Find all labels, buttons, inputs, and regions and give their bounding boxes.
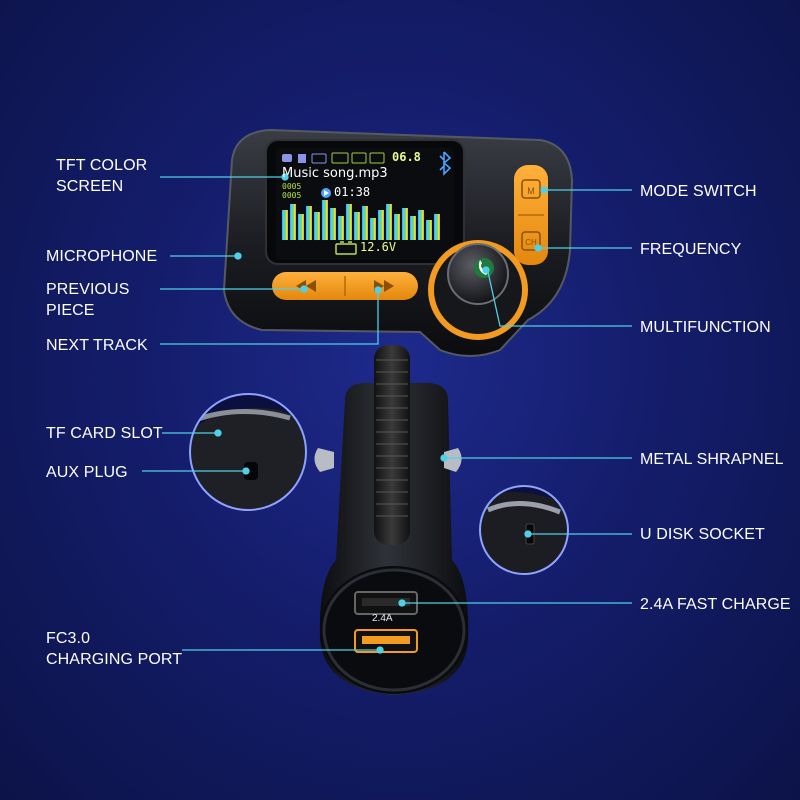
svg-text:CH: CH: [525, 238, 537, 247]
mode-icon: [521, 179, 541, 199]
usb-port-rating: 2.4A: [372, 613, 393, 624]
label-microphone: MICROPHONE: [46, 248, 158, 265]
label-next-track: NEXT TRACK: [46, 337, 148, 354]
label-tft-screen: TFT COLOR SCREEN: [56, 155, 147, 197]
label-fast-charge: 2.4A FAST CHARGE: [640, 596, 791, 613]
label-previous-piece: PREVIOUS PIECE: [46, 279, 130, 321]
voltage-readout: 12.6V: [360, 240, 397, 254]
label-multifunction: MULTIFUNCTION: [640, 319, 771, 336]
song-title: Music song.mp3: [282, 166, 388, 181]
battery-icon: [335, 241, 357, 255]
label-fc30-line1: FC3.0: [46, 630, 91, 647]
label-fc30-line2: CHARGING PORT: [46, 651, 183, 668]
track-counter-current: 0005: [282, 182, 302, 191]
label-previous-piece-line1: PREVIOUS: [46, 281, 130, 298]
label-u-disk-socket: U DISK SOCKET: [640, 526, 765, 543]
label-previous-piece-line2: PIECE: [46, 302, 95, 319]
track-counter-total: 0005: [282, 191, 302, 200]
track-counter: 0005 0005: [282, 182, 301, 200]
elapsed-time: 01:38: [334, 185, 371, 199]
frequency-readout: 06.8: [392, 150, 421, 164]
bluetooth-icon: [439, 151, 452, 176]
label-fc30-port: FC3.0 CHARGING PORT: [46, 628, 182, 670]
label-mode-switch: MODE SWITCH: [640, 183, 757, 200]
label-tft-screen-line2: SCREEN: [56, 178, 124, 195]
label-aux-plug: AUX PLUG: [46, 464, 128, 481]
label-tft-screen-line1: TFT COLOR: [56, 157, 148, 174]
ch-icon: [521, 231, 541, 251]
label-tf-card-slot: TF CARD SLOT: [46, 425, 163, 442]
label-frequency: FREQUENCY: [640, 241, 742, 258]
svg-text:M: M: [527, 186, 535, 196]
label-metal-shrapnel: METAL SHRAPNEL: [640, 451, 784, 468]
